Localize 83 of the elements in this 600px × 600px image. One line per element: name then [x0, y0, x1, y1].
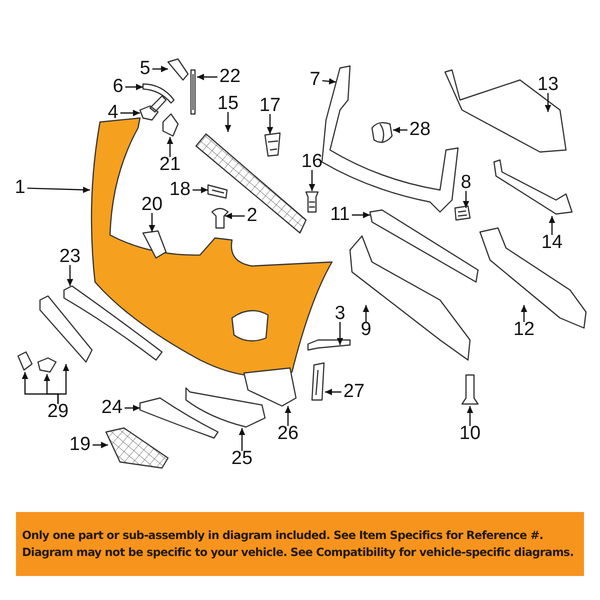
- leader-line: [57, 364, 70, 404]
- callout-number: 25: [231, 449, 253, 469]
- absorber: [349, 235, 471, 361]
- callout-number: 2: [246, 206, 258, 226]
- leader-line: [27, 186, 90, 193]
- leader-line: [325, 388, 342, 396]
- trim-molding: [139, 397, 219, 439]
- leader-line: [352, 212, 370, 218]
- leader-line: [462, 191, 470, 208]
- callout-number: 9: [360, 320, 372, 340]
- callout-number: 26: [277, 424, 299, 444]
- callout-number: 6: [112, 77, 124, 97]
- callout-number: 21: [159, 155, 181, 175]
- bracket: [243, 367, 297, 407]
- leader-line: [148, 213, 156, 232]
- tie-bar: [493, 159, 573, 215]
- trim-strip: [142, 83, 175, 104]
- leader-line: [284, 406, 292, 426]
- bolt: [454, 205, 471, 221]
- leader-line: [166, 137, 174, 157]
- callout-number: 11: [330, 205, 350, 225]
- disclaimer-text: Diagram may not be specific to your vehicle. See Compatibility for vehicle-specific diagrams.: [22, 546, 575, 559]
- leader-line: [266, 114, 274, 134]
- leader-line: [362, 305, 370, 322]
- leader-line: [92, 442, 108, 448]
- callout-number: 18: [169, 180, 191, 200]
- disclaimer-text: Only one part or sub-assembly in diagram included. See Item Specifics for Reference #.: [22, 529, 544, 542]
- leader-line: [238, 428, 246, 451]
- leader-line: [393, 126, 408, 134]
- leader-line: [124, 404, 140, 412]
- callout-number: 4: [108, 103, 118, 123]
- leader-line: [120, 110, 140, 116]
- seal-strip: [190, 69, 196, 115]
- leader-line: [520, 305, 528, 322]
- sensor: [371, 122, 393, 144]
- callout-number: 7: [310, 70, 320, 90]
- license-plate-bracket: [39, 295, 93, 363]
- screw: [461, 374, 479, 405]
- leader-line: [152, 66, 168, 72]
- leader-line: [197, 74, 218, 80]
- callout-number: 3: [334, 304, 346, 324]
- absorber: [369, 209, 479, 283]
- callout-number: 22: [219, 67, 241, 87]
- leader-line: [66, 265, 74, 286]
- leader-line: [192, 186, 208, 194]
- leader-line: [466, 406, 474, 426]
- callout-number: 17: [259, 96, 281, 116]
- leader-line: [125, 84, 143, 90]
- callout-number: 13: [537, 75, 559, 95]
- bolt: [139, 95, 167, 121]
- callout-number: 14: [541, 233, 563, 253]
- callout-number: 27: [343, 382, 365, 402]
- leader-line: [548, 216, 556, 235]
- bumper-cover: [90, 117, 333, 378]
- callout-number: 16: [301, 152, 323, 172]
- callout-number: 5: [140, 59, 150, 79]
- bracket: [167, 58, 189, 81]
- disclaimer-banner: [16, 512, 584, 576]
- callout-number: 29: [47, 402, 69, 422]
- callout-number: 12: [513, 320, 535, 340]
- callout-number: 28: [409, 120, 431, 140]
- push-pin: [307, 339, 351, 351]
- bracket: [162, 113, 179, 137]
- callout-number: 1: [14, 178, 26, 198]
- callout-number: 23: [59, 247, 81, 267]
- leader-line: [336, 322, 344, 345]
- trim-molding: [185, 387, 266, 428]
- leader-line: [308, 170, 316, 191]
- leader-line: [544, 93, 552, 112]
- callout-number: 19: [69, 435, 91, 455]
- nut: [17, 351, 33, 371]
- reinforcement-beam: [444, 69, 567, 153]
- bracket: [311, 362, 325, 401]
- bolt: [37, 357, 57, 373]
- callout-number: 24: [101, 398, 123, 418]
- callout-number: 15: [217, 94, 239, 114]
- callout-number: 8: [460, 173, 472, 193]
- callout-number: 10: [459, 424, 481, 444]
- leader-line: [322, 78, 336, 85]
- leader-line: [225, 212, 245, 220]
- callout-number: 20: [141, 195, 163, 215]
- leader-line: [224, 112, 232, 132]
- grille: [105, 427, 169, 469]
